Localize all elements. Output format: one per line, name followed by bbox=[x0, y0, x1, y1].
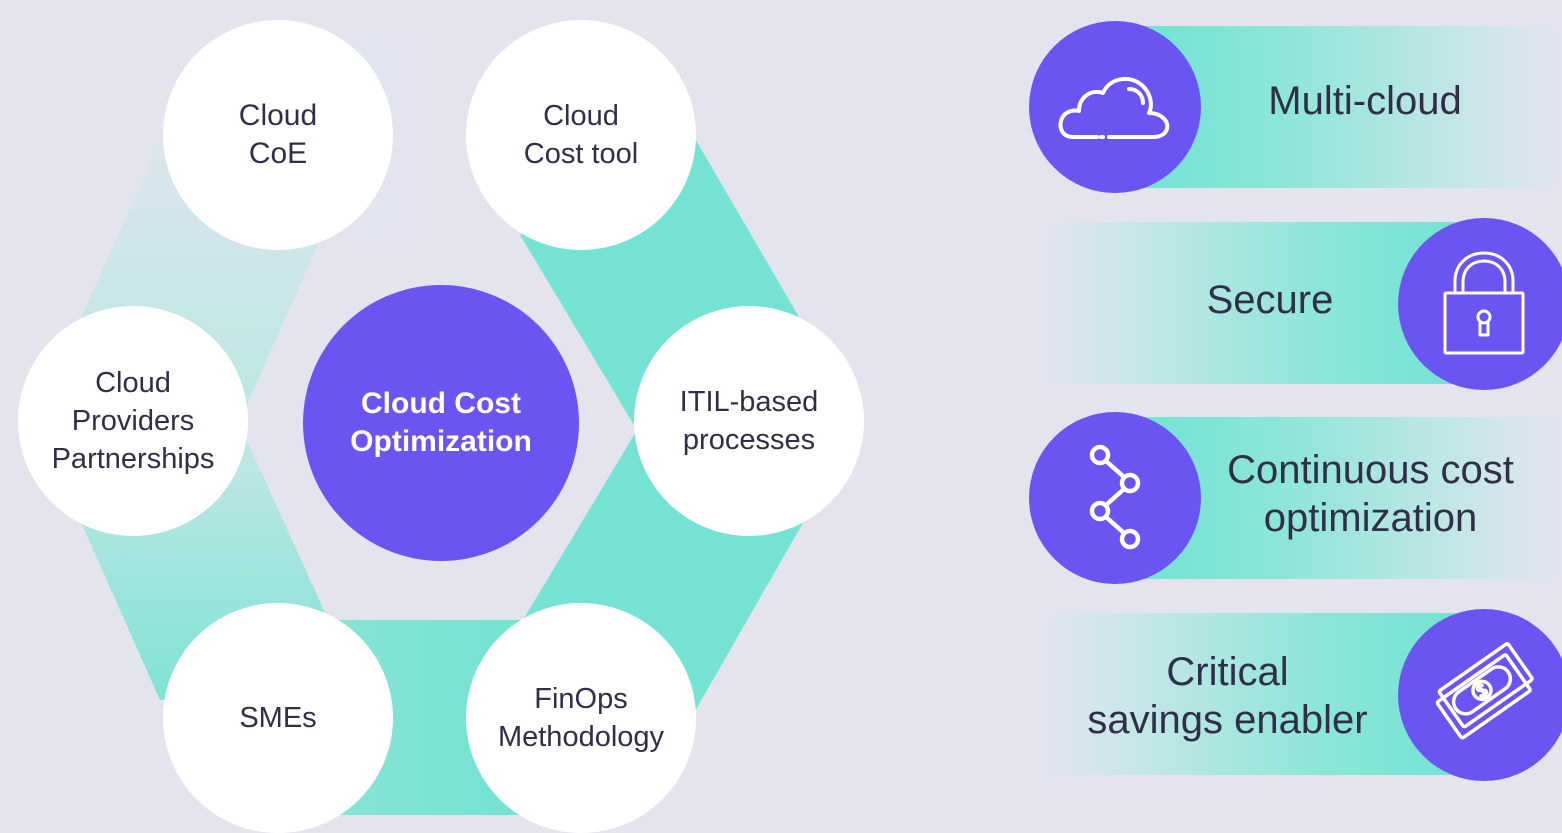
feature-label-continuous-line2: optimization bbox=[1263, 496, 1478, 540]
cloud-icon bbox=[1058, 76, 1170, 139]
center-node-cloud-cost-optimization: Cloud Cost Optimization bbox=[303, 285, 579, 561]
node-cloud-providers-partnerships: Cloud Providers Partnerships bbox=[18, 306, 248, 536]
feature-circle-continuous-cost-optimization bbox=[1029, 412, 1201, 584]
node-cloud-providers-line1: Cloud bbox=[95, 367, 171, 399]
center-node-line2: Optimization bbox=[350, 425, 532, 458]
money-bills-icon bbox=[1435, 642, 1534, 740]
feature-label-critical-line2: savings enabler bbox=[1087, 698, 1368, 742]
node-smes-line1: SMEs bbox=[239, 702, 317, 734]
connected-nodes-icon bbox=[1089, 444, 1141, 550]
node-cloud-coe-line2: CoE bbox=[248, 137, 308, 170]
padlock-icon bbox=[1443, 251, 1525, 355]
feature-label-continuous-line1: Continuous cost bbox=[1227, 448, 1514, 492]
node-itil-line1: ITIL-based bbox=[679, 386, 819, 418]
feature-label-critical-savings-enabler: Critical savings enabler bbox=[1070, 648, 1385, 744]
node-cloud-coe: Cloud CoE bbox=[163, 20, 393, 250]
node-cloud-coe-line1: Cloud bbox=[238, 99, 318, 132]
node-finops-line2: Methodology bbox=[497, 721, 665, 753]
feature-circle-critical-savings-enabler bbox=[1398, 609, 1562, 781]
node-cloud-cost-tool: Cloud Cost tool bbox=[466, 20, 696, 250]
node-finops-methodology: FinOps Methodology bbox=[466, 603, 696, 833]
node-finops-line1: FinOps bbox=[534, 683, 628, 715]
node-itil-line2: processes bbox=[682, 424, 816, 456]
node-cloud-cost-tool-line1: Cloud bbox=[543, 100, 619, 132]
feature-label-continuous-cost-optimization: Continuous cost optimization bbox=[1208, 446, 1533, 542]
node-itil-based-processes: ITIL-based processes bbox=[634, 306, 864, 536]
node-cloud-providers-line3: Partnerships bbox=[51, 443, 215, 475]
node-cloud-providers-line2: Providers bbox=[71, 405, 195, 437]
node-smes: SMEs bbox=[163, 603, 393, 833]
feature-circle-secure bbox=[1398, 218, 1562, 390]
feature-label-multi-cloud: Multi-cloud bbox=[1268, 79, 1462, 123]
node-cloud-cost-tool-line2: Cost tool bbox=[523, 138, 639, 170]
feature-circle-multi-cloud bbox=[1029, 21, 1201, 193]
feature-label-critical-line1: Critical bbox=[1166, 650, 1289, 694]
feature-label-secure: Secure bbox=[1206, 278, 1334, 322]
center-node-line1: Cloud Cost bbox=[361, 387, 521, 420]
